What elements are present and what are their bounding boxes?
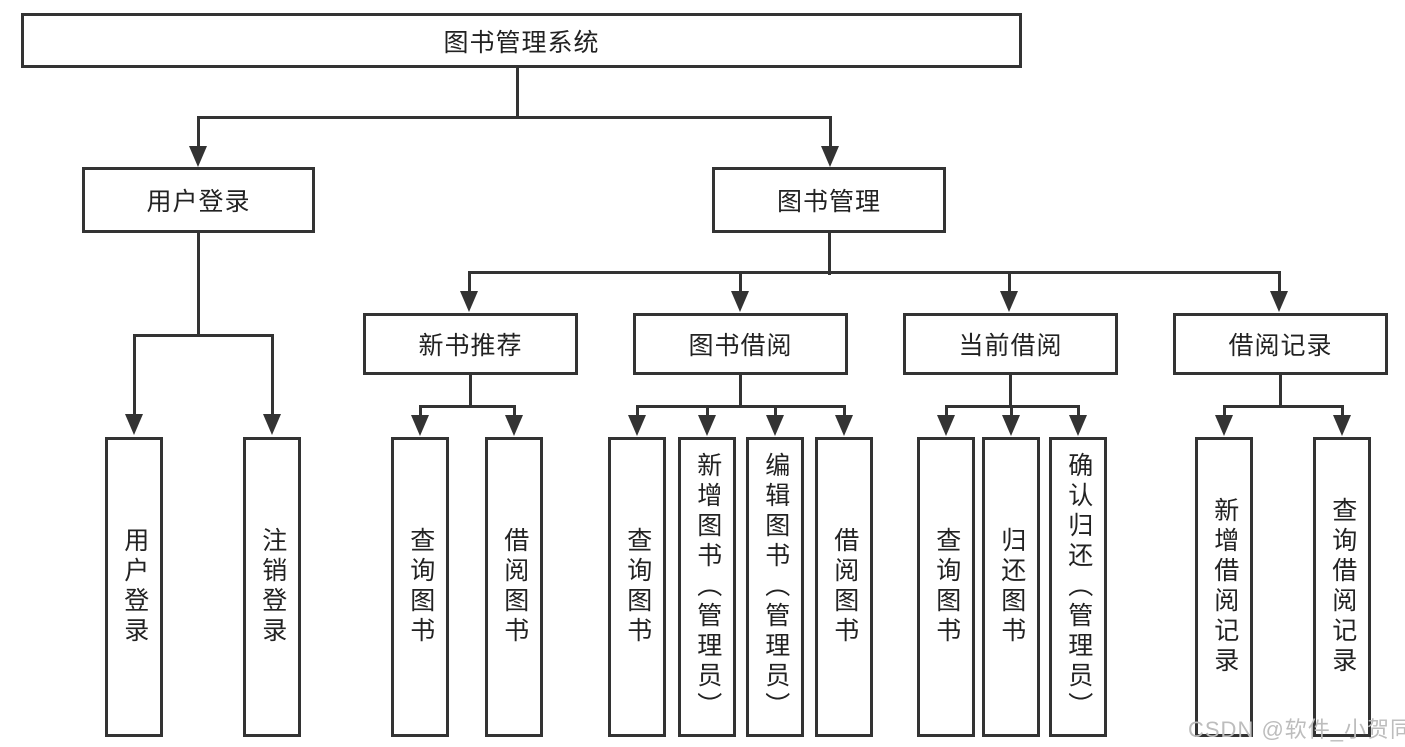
arrow-down-icon	[821, 146, 839, 167]
arrow-down-icon	[1002, 415, 1020, 436]
leaf-label: 新增借阅记录	[1210, 497, 1239, 677]
arrow-down-icon	[766, 415, 784, 436]
node-book-management: 图书管理	[712, 167, 946, 233]
leaf-label: 归还图书	[997, 527, 1026, 647]
arrow-down-icon	[460, 291, 478, 312]
connector-drop	[843, 405, 846, 415]
leaf-current-return-books: 归还图书	[982, 437, 1040, 737]
leaf-label: 用户登录	[120, 527, 149, 647]
leaf-user-login: 用户登录	[105, 437, 163, 737]
node-label: 图书管理	[776, 188, 881, 216]
connector-book-borrowing-stem	[739, 375, 742, 407]
leaf-label: 注销登录	[258, 527, 287, 647]
connector-borrowing-records-bar	[1223, 405, 1344, 408]
node-new-books: 新书推荐	[363, 313, 578, 375]
connector-drop-new-books	[468, 271, 471, 291]
arrow-down-icon	[835, 415, 853, 436]
connector-drop	[1223, 405, 1226, 415]
leaf-borrowing-borrow-books: 借阅图书	[815, 437, 873, 737]
node-label: 图书管理系统	[443, 28, 600, 57]
connector-drop-book-management	[829, 116, 832, 146]
node-label: 新书推荐	[418, 332, 523, 360]
connector-drop	[1341, 405, 1344, 415]
leaf-label: 查询图书	[623, 527, 652, 647]
connector-drop-current-borrowing	[1008, 271, 1011, 291]
leaf-records-query-record: 查询借阅记录	[1313, 437, 1371, 737]
node-label: 用户登录	[146, 188, 251, 216]
arrow-down-icon	[505, 415, 523, 436]
connector-borrowing-records-stem	[1279, 375, 1282, 407]
connector-drop	[1010, 405, 1013, 415]
connector-drop	[1077, 405, 1080, 415]
connector-root-stem	[516, 66, 519, 118]
connector-current-borrowing-stem	[1009, 375, 1012, 407]
arrow-down-icon	[1069, 415, 1087, 436]
node-label: 借阅记录	[1228, 332, 1333, 360]
connector-new-books-stem	[469, 375, 472, 407]
connector-drop	[706, 405, 709, 415]
arrow-down-icon	[1270, 291, 1288, 312]
leaf-borrowing-edit-books-admin: 编辑图书（管理员）	[746, 437, 804, 737]
leaf-label: 查询图书	[406, 527, 435, 647]
node-library-management-system: 图书管理系统	[21, 13, 1022, 68]
connector-drop-leaf-login	[133, 334, 136, 414]
arrow-down-icon	[411, 415, 429, 436]
leaf-current-query-books: 查询图书	[917, 437, 975, 737]
leaf-label: 编辑图书（管理员）	[761, 452, 790, 722]
node-user-login: 用户登录	[82, 167, 315, 233]
connector-user-login-bar	[133, 334, 274, 337]
arrow-down-icon	[1000, 291, 1018, 312]
leaf-borrowing-query-books: 查询图书	[608, 437, 666, 737]
leaf-current-confirm-return-admin: 确认归还（管理员）	[1049, 437, 1107, 737]
connector-drop	[513, 405, 516, 415]
connector-drop-user-login	[197, 116, 200, 146]
node-borrowing-records: 借阅记录	[1173, 313, 1388, 375]
connector-user-login-stem	[197, 233, 200, 336]
connector-drop	[774, 405, 777, 415]
connector-book-borrowing-bar	[636, 405, 846, 408]
connector-drop-borrowing-records	[1278, 271, 1281, 291]
connector-drop	[636, 405, 639, 415]
connector-drop	[945, 405, 948, 415]
connector-new-books-bar	[419, 405, 516, 408]
arrow-down-icon	[263, 414, 281, 435]
node-label: 图书借阅	[688, 332, 793, 360]
connector-drop-leaf-logout	[271, 334, 274, 414]
arrow-down-icon	[189, 146, 207, 167]
leaf-label: 确认归还（管理员）	[1064, 452, 1093, 722]
leaf-label: 借阅图书	[500, 527, 529, 647]
connector-book-management-bar	[468, 271, 1281, 274]
arrow-down-icon	[698, 415, 716, 436]
node-current-borrowing: 当前借阅	[903, 313, 1118, 375]
arrow-down-icon	[1215, 415, 1233, 436]
leaf-label: 查询图书	[932, 527, 961, 647]
leaf-newbooks-borrow-books: 借阅图书	[485, 437, 543, 737]
arrow-down-icon	[1333, 415, 1351, 436]
connector-drop-book-borrowing	[739, 271, 742, 291]
node-book-borrowing: 图书借阅	[633, 313, 848, 375]
arrow-down-icon	[125, 414, 143, 435]
leaf-borrowing-add-books-admin: 新增图书（管理员）	[678, 437, 736, 737]
leaf-logout: 注销登录	[243, 437, 301, 737]
arrow-down-icon	[731, 291, 749, 312]
csdn-watermark: CSDN @软件_小贺同学	[1188, 717, 1405, 742]
leaf-label: 新增图书（管理员）	[693, 452, 722, 722]
connector-book-management-stem	[828, 233, 831, 275]
connector-root-bar	[197, 116, 832, 119]
arrow-down-icon	[628, 415, 646, 436]
leaf-newbooks-query-books: 查询图书	[391, 437, 449, 737]
leaf-label: 查询借阅记录	[1328, 497, 1357, 677]
connector-drop	[419, 405, 422, 415]
node-label: 当前借阅	[958, 332, 1063, 360]
leaf-records-add-record: 新增借阅记录	[1195, 437, 1253, 737]
leaf-label: 借阅图书	[830, 527, 859, 647]
arrow-down-icon	[937, 415, 955, 436]
